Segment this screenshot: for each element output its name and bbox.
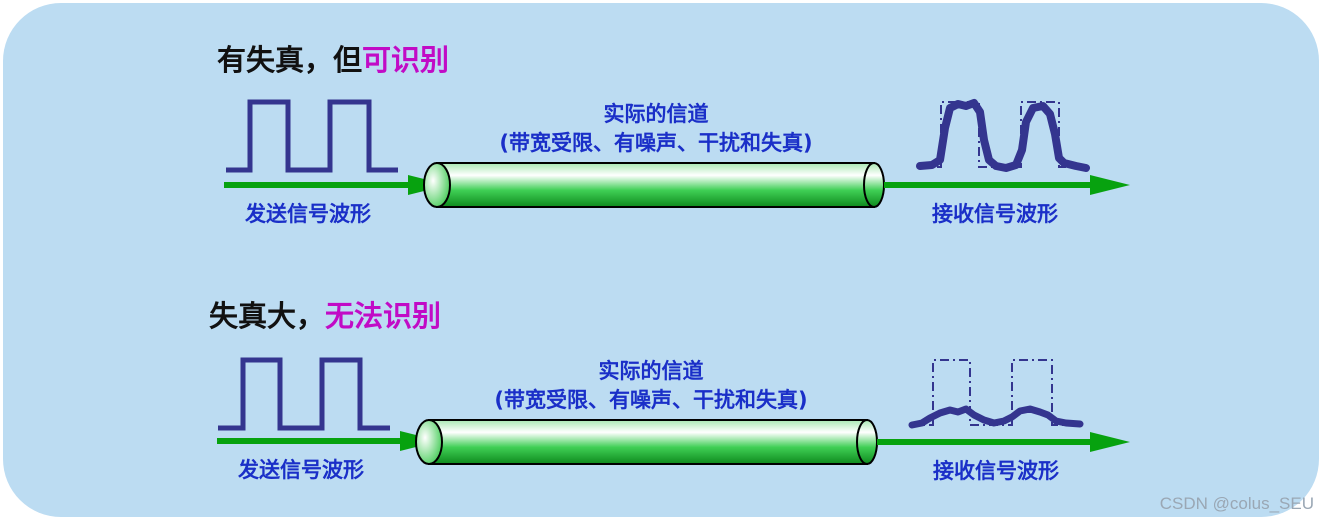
- scenario-2-channel-subtitle: (带宽受限、有噪声、干扰和失真): [494, 388, 807, 412]
- scenario-2-heading-plain: 失真大，: [209, 299, 325, 333]
- scenario-1-heading: 有失真，但可识别: [217, 43, 449, 77]
- scenario-2-channel-title: 实际的信道: [599, 359, 704, 383]
- scenario-2: 失真大，无法识别 发送信号波形 实际的信道 (带宽受限、有噪声、干扰和失真) 接…: [209, 299, 1130, 483]
- scenario-1-channel-subtitle: (带宽受限、有噪声、干扰和失真): [499, 131, 812, 155]
- scenario-1-send-waveform: [226, 99, 398, 173]
- scenario-2-send-label: 发送信号波形: [237, 458, 364, 482]
- scenario-1-heading-plain: 有失真，但: [217, 43, 362, 77]
- scenario-2-channel-tube: [415, 419, 878, 465]
- scenario-2-heading: 失真大，无法识别: [209, 299, 441, 333]
- scenario-1-receive-label: 接收信号波形: [932, 202, 1058, 226]
- scenario-1-send-label: 发送信号波形: [244, 202, 371, 226]
- scenario-2-output-arrowhead: [1090, 432, 1130, 452]
- scenario-1-heading-accent: 可识别: [362, 43, 449, 77]
- scenario-2-heading-accent: 无法识别: [325, 299, 441, 333]
- scenario-1: 有失真，但可识别 发送信号波形 实际的信道 (带宽受限、有噪声、干扰和失真) 接…: [217, 43, 1130, 226]
- scenario-1-channel-title: 实际的信道: [604, 102, 709, 126]
- scenario-2-send-waveform: [218, 357, 390, 431]
- scenario-2-receive-label: 接收信号波形: [933, 459, 1059, 483]
- scenario-1-receive-waveform: [916, 99, 1090, 172]
- scenario-2-receive-waveform: [908, 405, 1084, 429]
- scenario-1-output-arrowhead: [1090, 175, 1130, 195]
- scenario-1-channel-tube: [423, 162, 885, 208]
- watermark: CSDN @colus_SEU: [1159, 494, 1314, 513]
